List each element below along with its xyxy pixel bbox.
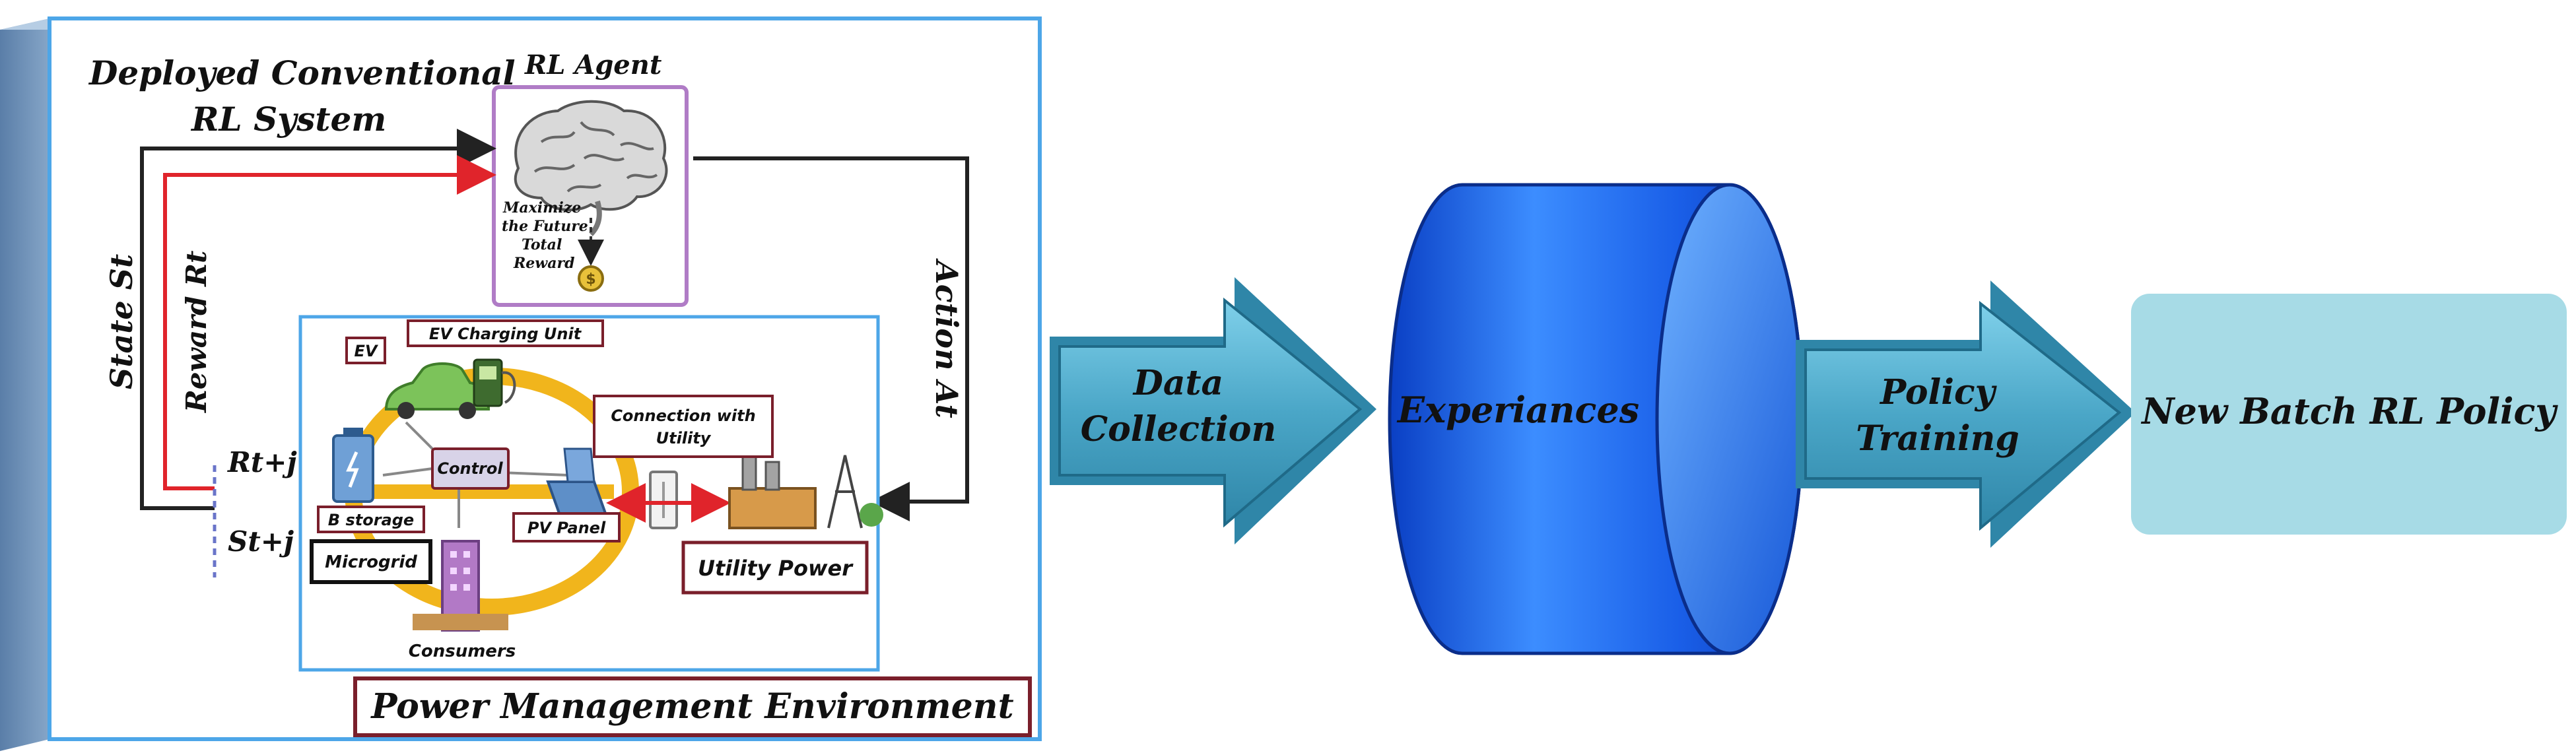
meter-icon xyxy=(649,471,678,529)
agent-title: RL Agent xyxy=(524,49,662,81)
data-collection-label-line1: Data xyxy=(1132,363,1224,403)
policy-training-arrow xyxy=(1796,280,2136,548)
experiences-label: Experiances xyxy=(1396,389,1639,431)
agent-goal-line3: Total xyxy=(522,236,562,253)
brain-icon xyxy=(514,100,668,236)
environment-tag xyxy=(353,676,1032,737)
ev-tag xyxy=(345,337,386,364)
state-arrow xyxy=(140,129,496,510)
action-arrow xyxy=(693,156,969,521)
agent-goal-line1: Maximize xyxy=(502,199,581,216)
control-unit-icon xyxy=(431,447,510,490)
ev-car-icon xyxy=(384,362,491,419)
new-policy-label: New Batch RL Policy xyxy=(2140,390,2558,432)
action-label: Action At xyxy=(929,258,965,418)
battery-storage-icon xyxy=(332,428,374,503)
reward-label: Reward Rt xyxy=(180,251,213,413)
consumers-label: Consumers xyxy=(409,641,516,661)
microgrid-label: Microgrid xyxy=(325,552,417,572)
system-title-line1: Deployed Conventional xyxy=(88,53,516,92)
new-policy-box xyxy=(2131,294,2567,535)
policy-training-label-line1: Policy xyxy=(1879,372,1998,412)
connection-tag xyxy=(593,395,774,458)
ev-charging-label: EV Charging Unit xyxy=(429,325,582,343)
agent-goal-line2: the Future xyxy=(502,218,588,235)
reward-coin-icon: $ xyxy=(578,265,604,292)
connection-label-line1: Connection with xyxy=(611,407,755,425)
ev-charging-tag xyxy=(407,319,604,347)
reward-arrow xyxy=(163,155,496,490)
system-title-line2: RL System xyxy=(190,100,386,139)
policy-training-label-line2: Training xyxy=(1856,418,2019,459)
environment-title: Power Management Environment xyxy=(370,686,1013,727)
charging-station-icon xyxy=(473,358,516,407)
data-collection-arrow xyxy=(1050,277,1376,544)
ev-label: EV xyxy=(355,342,379,360)
utility-power-tag xyxy=(681,541,869,595)
next-reward-label: Rt+j xyxy=(227,446,297,478)
agent-goal-line4: Reward xyxy=(513,255,574,272)
pv-panel-label: PV Panel xyxy=(527,519,606,537)
utility-power-label: Utility Power xyxy=(698,556,854,581)
data-collection-label-line2: Collection xyxy=(1081,409,1277,449)
pv-panel-tag xyxy=(512,512,621,542)
connection-label-line2: Utility xyxy=(656,429,712,447)
consumer-building-icon xyxy=(413,540,508,632)
experiences-cylinder xyxy=(1388,183,1804,655)
next-state-label: St+j xyxy=(228,525,294,558)
power-plant-icon xyxy=(728,454,883,529)
storage-label: B storage xyxy=(328,511,414,529)
state-label: State St xyxy=(104,254,139,389)
control-label: Control xyxy=(437,459,503,478)
microgrid-tag xyxy=(310,539,432,584)
storage-tag xyxy=(317,506,425,533)
svg-text:$: $ xyxy=(586,271,595,288)
